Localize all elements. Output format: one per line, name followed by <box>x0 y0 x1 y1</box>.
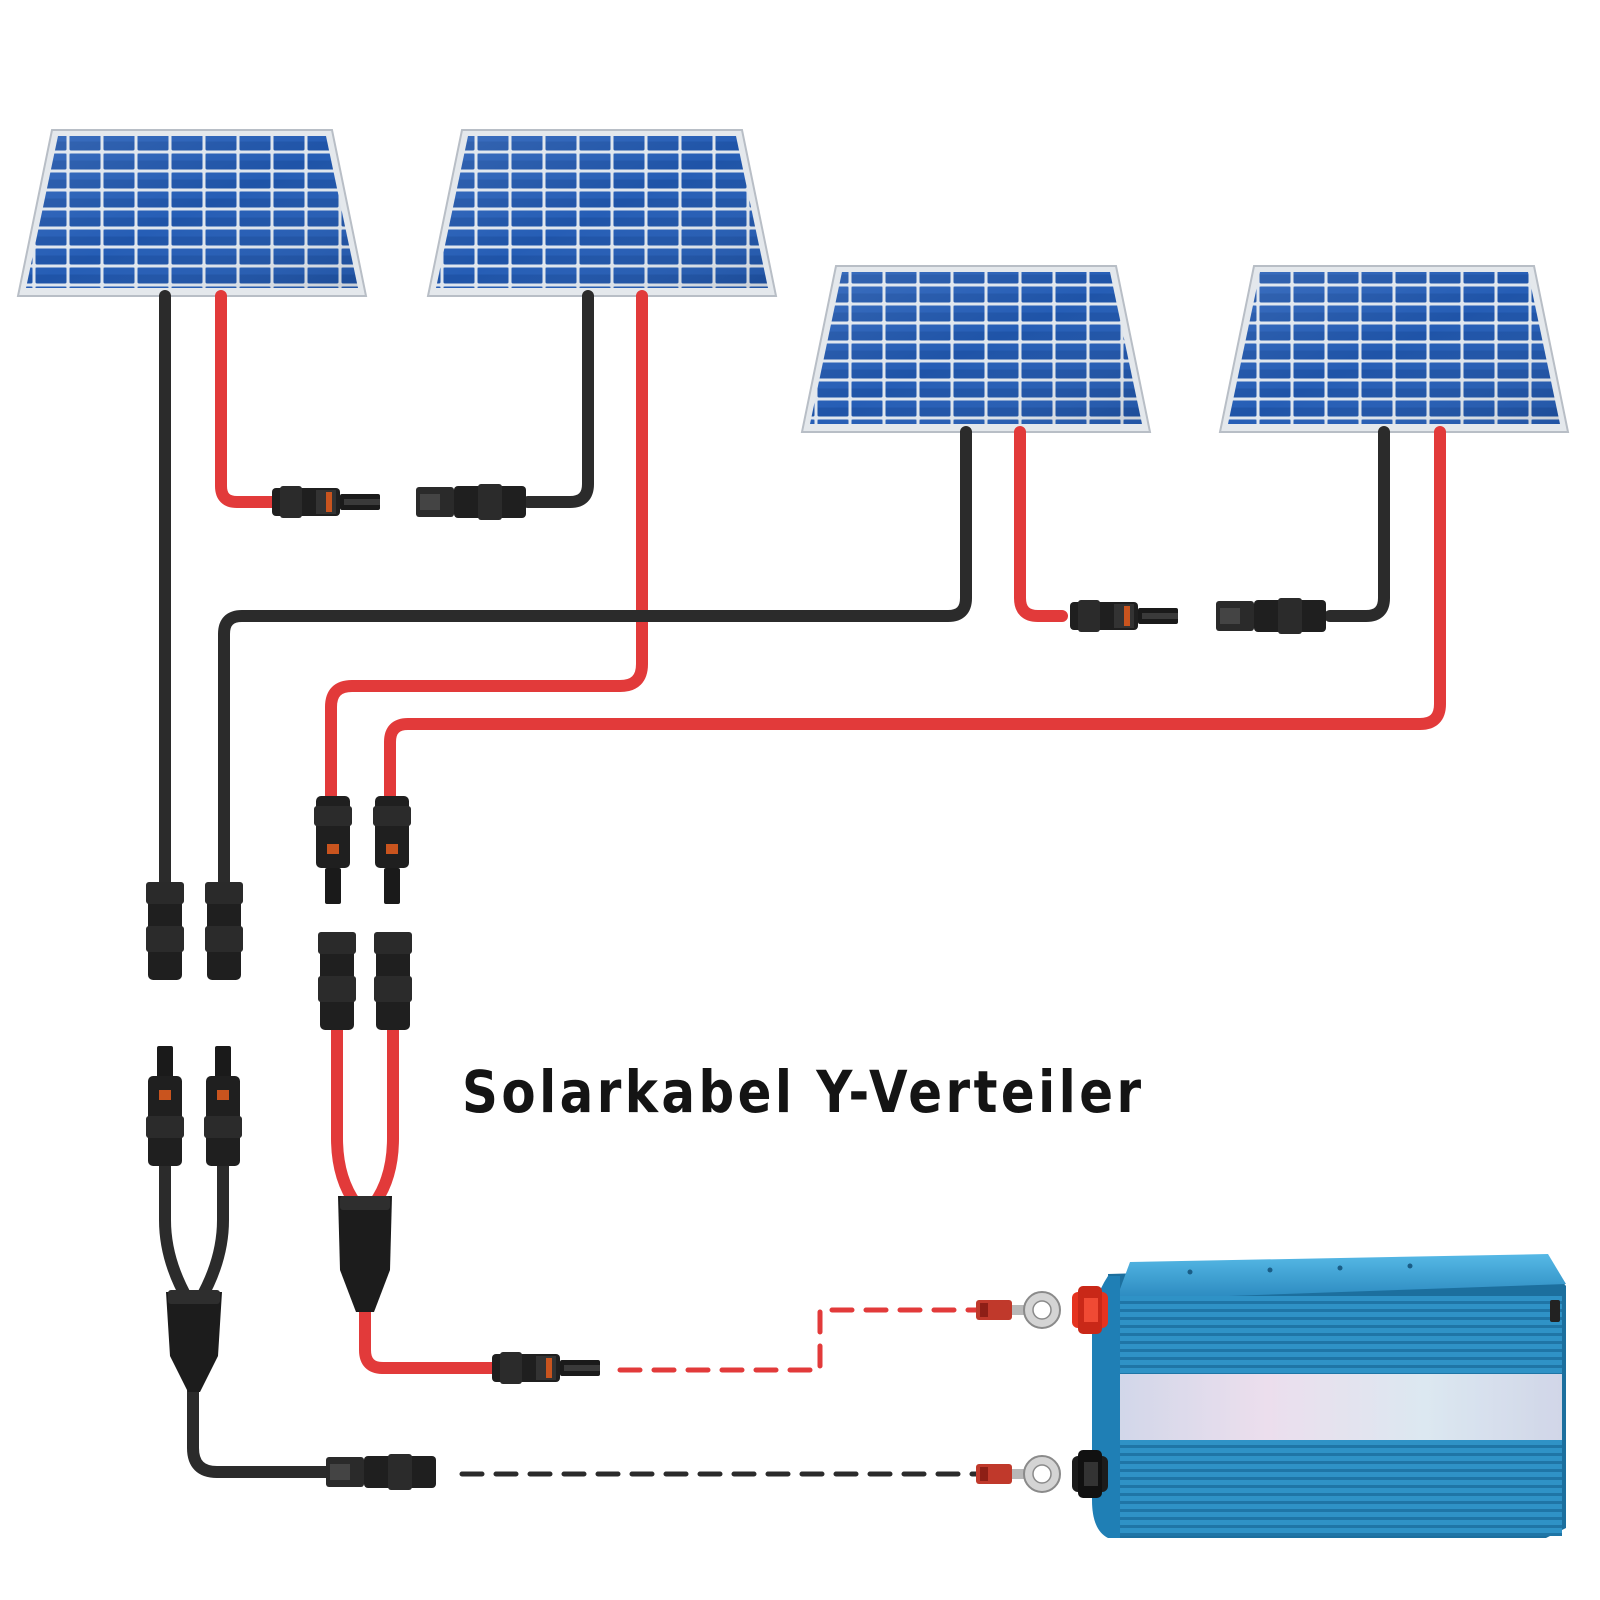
solar-panel-1 <box>16 129 368 297</box>
mc4-connector-icon <box>1216 598 1326 634</box>
mc4-connector-icon <box>272 486 380 518</box>
mc4-connector-icon <box>492 1352 600 1384</box>
mc4-connector-icon <box>416 484 526 520</box>
mc4-connector-icon <box>374 932 412 1030</box>
mc4-connector-icon <box>1070 600 1178 632</box>
ring-terminal-icon <box>975 1291 1061 1329</box>
mc4-connector-icon <box>146 1046 184 1166</box>
inverter-terminal-positive <box>1072 1286 1108 1334</box>
mc4-connector-icon <box>205 882 243 980</box>
cables <box>159 290 1446 1478</box>
solar-panel-2 <box>426 129 778 297</box>
inverter-terminal-negative <box>1072 1450 1108 1498</box>
mc4-connector-icon <box>204 1046 242 1166</box>
mc4-connector-icon <box>373 796 411 904</box>
inverter-icon <box>1072 1254 1566 1538</box>
mc4-connectors <box>146 484 1326 1490</box>
mc4-connector-icon <box>318 932 356 1030</box>
y-splitter-negative <box>166 1290 222 1392</box>
diagram-title: Solarkabel Y-Verteiler <box>462 1058 1145 1126</box>
solar-panel-4 <box>1218 265 1570 433</box>
solar-panel-3 <box>800 265 1152 433</box>
mc4-connector-icon <box>314 796 352 904</box>
ring-terminal-icon <box>975 1455 1061 1493</box>
y-splitter-positive <box>338 1196 392 1312</box>
mc4-connector-icon <box>326 1454 436 1490</box>
mc4-connector-icon <box>146 882 184 980</box>
